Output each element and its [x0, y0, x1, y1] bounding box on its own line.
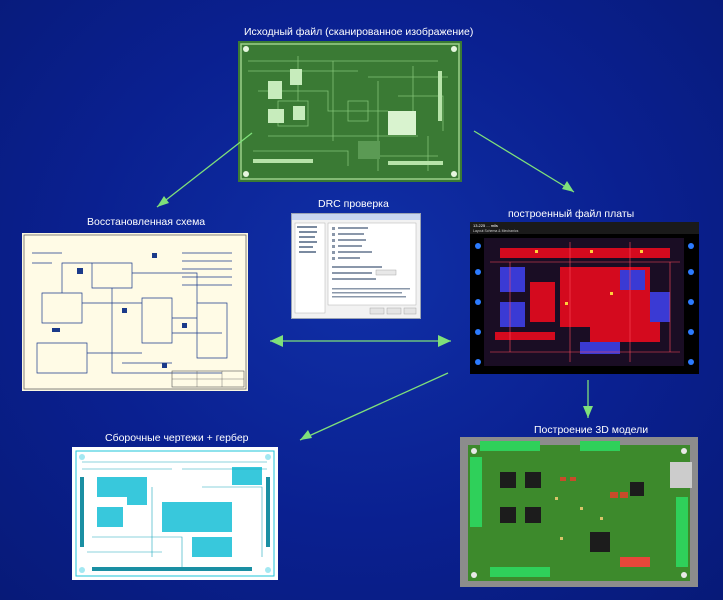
- board-header-subtitle: Layout Schema & Mechanics: [473, 229, 519, 233]
- label-3d-model: Построение 3D модели: [534, 424, 649, 436]
- drc-dialog-image: [291, 213, 421, 319]
- assembly-gerber-image: [72, 447, 278, 580]
- scanned-pcb-image: [238, 41, 462, 182]
- label-drc-check: DRC проверка: [318, 198, 389, 210]
- restored-schematic-image: [22, 233, 248, 391]
- label-source-file: Исходный файл (сканированное изображение…: [244, 26, 474, 38]
- arrow-board-to-assembly: [299, 372, 449, 441]
- label-assembly-gerber: Сборочные чертежи + гербер: [105, 432, 249, 444]
- board-layout-image: 13.225 ... mils Layout Schema & Mechanic…: [470, 222, 699, 374]
- arrow-source-to-schematic: [156, 132, 253, 208]
- label-built-board-file: построенный файл платы: [508, 208, 635, 220]
- 3d-model-image: [460, 437, 698, 587]
- board-header-title: 13.225 ... mils: [473, 223, 498, 228]
- label-restored-schematic: Восстановленная схема: [87, 216, 206, 228]
- arrow-source-to-board: [473, 130, 575, 193]
